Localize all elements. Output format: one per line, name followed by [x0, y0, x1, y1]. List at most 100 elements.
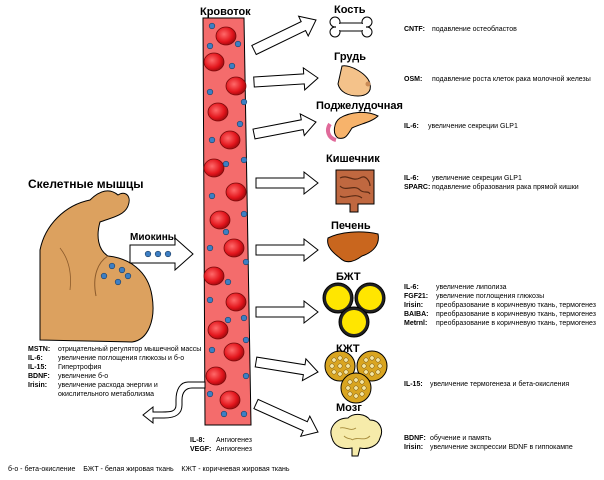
effect-row-wat: IL-6:увеличение липолиза: [404, 283, 507, 292]
effect-text: обучение и память: [430, 435, 492, 442]
red-blood-cell: [215, 26, 237, 46]
organ-arrow: [255, 299, 319, 325]
lipid-droplet: [343, 357, 349, 363]
lipid-droplet: [361, 363, 367, 369]
myokine-dot: [164, 250, 172, 258]
lipid-droplet: [337, 363, 343, 369]
effect-row-brain: Irisin: увеличение экспрессии BDNF в гипп…: [404, 443, 573, 452]
lipid-droplet: [345, 363, 351, 369]
lipid-droplet: [331, 357, 337, 363]
effect-row: IL-6:увеличение поглощения глюкозы и б-о: [28, 354, 201, 363]
red-blood-cell: [209, 210, 231, 230]
effect-row-wat: Irisin:преобразование в коричневую ткань…: [404, 301, 596, 310]
organ-arrow: [255, 170, 319, 196]
red-blood-cell: [207, 102, 229, 122]
red-blood-cell: [203, 52, 225, 72]
liver-icon: [327, 231, 379, 263]
lipid-droplet: [369, 371, 375, 377]
effect-key: IL-6:: [404, 284, 419, 291]
lipid-droplet: [359, 379, 365, 385]
white-adipose-cell-fill: [358, 286, 382, 310]
myokine-dot: [206, 42, 214, 50]
effect-text: подавление образования рака прямой кишки: [432, 184, 579, 191]
effect-row: IL-15:Гипертрофия: [28, 363, 201, 372]
red-blood-cell: [219, 390, 241, 410]
myokine-dot: [108, 262, 116, 270]
lipid-droplet: [347, 391, 353, 397]
myokine-dot: [240, 410, 248, 418]
brown-adipose-cells-icon: [324, 350, 388, 404]
effect-key: IL-8:: [190, 437, 205, 444]
red-blood-cell: [223, 342, 245, 362]
myokine-dot: [118, 266, 126, 274]
effect-key: IL-15:: [28, 364, 47, 371]
white-adipose-cell-fill: [342, 310, 366, 334]
bloodstream-title: Кровоток: [200, 6, 251, 18]
myokine-dot: [124, 272, 132, 280]
effect-key: CNTF:: [404, 26, 425, 33]
organ-label-breast: Грудь: [334, 51, 366, 63]
effect-text: отрицательный регулятор мышечной массы: [58, 346, 202, 353]
effect-key: OSM:: [404, 76, 423, 83]
organ-arrow: [251, 15, 317, 56]
myokine-dot: [242, 258, 250, 266]
red-blood-cell: [225, 292, 247, 312]
effect-key: VEGF:: [190, 446, 212, 453]
myokine-dots-in-blood: [206, 22, 250, 418]
lipid-droplet: [347, 379, 353, 385]
lipid-droplet: [375, 357, 381, 363]
lipid-droplet: [337, 371, 343, 377]
organ-arrow: [253, 66, 319, 91]
effect-text: увеличение термогенеза и бета-окисления: [430, 381, 570, 388]
effect-key: SPARC:: [404, 184, 431, 191]
effect-text: подавление остеобластов: [432, 26, 517, 33]
effect-text: подавление роста клеток рака молочной же…: [432, 76, 591, 83]
effect-text: увеличение поглощения глюкозы: [436, 293, 545, 300]
effect-key: Irisin:: [404, 444, 424, 451]
effect-row-bat: IL-15: увеличение термогенеза и бета-окис…: [404, 380, 569, 389]
effect-text: увеличение экспрессии BDNF в гиппокампе: [430, 444, 573, 451]
effect-text: Ангиогенез: [216, 437, 252, 444]
myokine-dot: [236, 120, 244, 128]
myokine-dot: [240, 314, 248, 322]
organ-label-pancreas: Поджелудочная: [316, 100, 403, 112]
brain-icon: [330, 413, 383, 457]
effect-key: BDNF:: [28, 373, 50, 380]
myokine-dot: [222, 160, 230, 168]
effect-row: VEGF:Ангиогенез: [190, 445, 252, 454]
effect-text: увеличение секреции GLP1: [432, 175, 522, 182]
myokine-dot: [234, 40, 242, 48]
effect-row: окислительного метаболизма: [28, 390, 201, 399]
red-blood-cell: [225, 76, 247, 96]
organ-arrow: [252, 112, 317, 140]
effect-text: увеличение б-о: [58, 373, 109, 380]
myokine-dot: [240, 98, 248, 106]
effect-key: IL-15:: [404, 381, 423, 388]
organ-arrows: [251, 15, 319, 438]
myokine-dot: [114, 278, 122, 286]
myokine-dot: [206, 390, 214, 398]
organ-label-brain: Мозг: [336, 402, 362, 414]
lipid-droplet: [329, 363, 335, 369]
effect-key: BAIBA:: [404, 311, 429, 318]
lipid-droplet: [353, 377, 359, 383]
return-arrow: [142, 381, 206, 425]
organ-label-intestine: Кишечник: [326, 153, 380, 165]
effect-key: Irisin:: [404, 302, 424, 309]
lipid-droplet: [353, 393, 359, 399]
muscle-arm-icon: [39, 190, 154, 343]
organ-arrow: [253, 398, 319, 438]
lipid-droplet: [369, 363, 375, 369]
myokine-dot: [220, 410, 228, 418]
effect-text: преобразование в коричневую ткань, термо…: [436, 320, 596, 327]
myokine-dot: [242, 336, 250, 344]
organ-label-wat: БЖТ: [336, 271, 361, 283]
organ-arrow: [254, 356, 319, 382]
myokine-dot: [144, 250, 152, 258]
red-blood-cell: [207, 320, 229, 340]
myokine-dot: [206, 296, 214, 304]
effect-key: Irisin:: [28, 382, 48, 389]
organ-label-liver: Печень: [331, 220, 371, 232]
myokine-dot: [240, 156, 248, 164]
